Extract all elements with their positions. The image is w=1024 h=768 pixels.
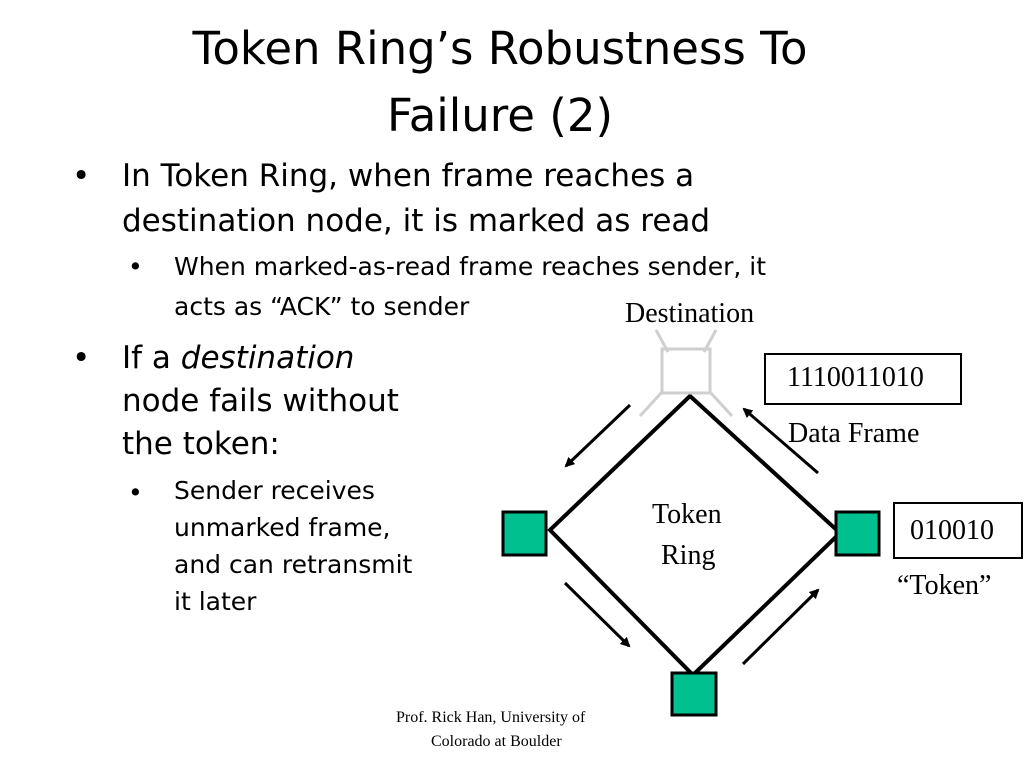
- ring-node-bottom: [670, 671, 718, 717]
- token-label: “Token”: [897, 570, 992, 601]
- footer-line1: Prof. Rick Han, University of: [396, 709, 586, 726]
- data-frame-bits: 1110011010: [787, 362, 924, 393]
- sub-bullet2-line2: unmarked frame,: [174, 513, 391, 542]
- sub-bullet1-line1: When marked-as-read frame reaches sender…: [174, 252, 767, 281]
- footer-line2: Colorado at Boulder: [431, 733, 562, 750]
- bullet2-line1-pre: If a: [122, 340, 181, 376]
- bullet-dot: •: [72, 158, 91, 194]
- ring-label-line1: Token: [652, 499, 722, 530]
- arrow-bottom-right: [741, 588, 820, 666]
- slide-title-line2: Failure (2): [386, 89, 614, 142]
- arrow-bottom-left: [563, 581, 631, 648]
- bullet2-line1-em: destination: [180, 340, 355, 376]
- token-bits: 010010: [910, 515, 994, 546]
- failed-destination-node: [638, 329, 734, 418]
- sub-bullet2-line3: and can retransmit: [174, 550, 413, 579]
- arrow-top-left: [564, 403, 632, 468]
- arrow-top-right: [742, 407, 819, 475]
- sub-bullet2-line4: it later: [174, 587, 257, 616]
- bullet2-line1: If a destination: [122, 340, 354, 376]
- bullet2-line3: the token:: [122, 426, 280, 462]
- sub-bullet-dot: •: [128, 252, 143, 281]
- ring-node-left: [501, 510, 548, 557]
- bullet1-line1: In Token Ring, when frame reaches a: [122, 158, 695, 194]
- token-box: [893, 502, 1023, 559]
- bullet-dot: •: [72, 340, 91, 376]
- sub-bullet1-line2: acts as “ACK” to sender: [174, 292, 470, 321]
- bullet2-line2: node fails without: [122, 383, 399, 419]
- destination-label: Destination: [625, 298, 755, 329]
- ring-node-right: [834, 510, 881, 557]
- sub-bullet-dot: •: [128, 478, 143, 507]
- data-frame-box: [764, 353, 962, 405]
- sub-bullet2-line1: Sender receives: [174, 476, 375, 505]
- ring-label-line2: Ring: [661, 540, 716, 571]
- bullet1-line2: destination node, it is marked as read: [122, 203, 711, 239]
- slide-title-line1: Token Ring’s Robustness To: [192, 22, 808, 75]
- data-frame-label: Data Frame: [788, 418, 920, 449]
